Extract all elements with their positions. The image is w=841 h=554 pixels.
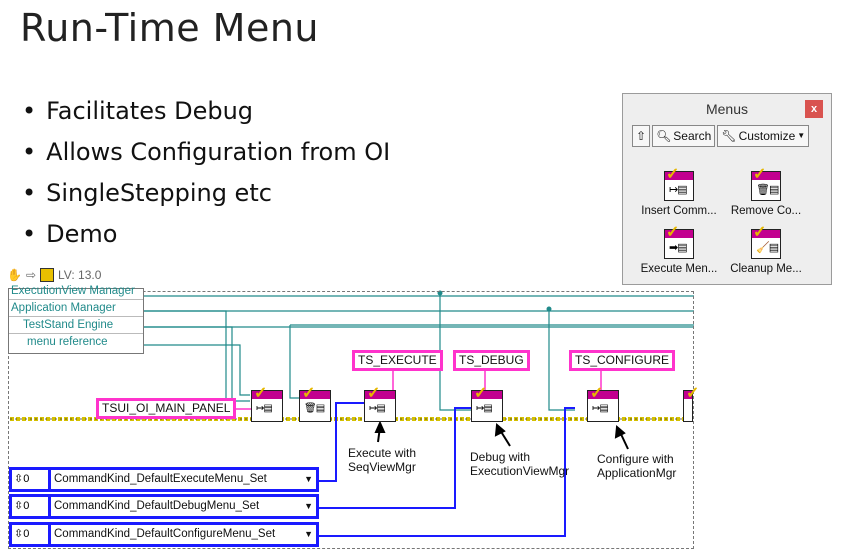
slide-title: Run-Time Menu <box>20 6 319 50</box>
bullet-item: Allows Configuration from OI <box>22 135 390 176</box>
palette-toolbar: ⇧ 🔍︎Search 🔧︎Customize▼ <box>632 125 810 147</box>
palette-item-label: Cleanup Me... <box>730 263 802 275</box>
wrench-icon: 🔧︎ <box>721 129 737 143</box>
ref-item: TestStand Engine <box>9 317 143 334</box>
palette-item-remove[interactable]: 🗑▤ Remove Co... <box>722 164 810 217</box>
dropdown-arrow-icon: ▼ <box>797 131 806 140</box>
palette-item-label: Remove Co... <box>730 205 802 217</box>
ref-item: Application Manager <box>9 300 143 317</box>
close-button[interactable]: x <box>805 100 823 118</box>
enum-spinner[interactable]: ⇳0 <box>9 494 48 519</box>
up-arrow-icon: ⇧ <box>636 129 647 143</box>
palette-title: Menus <box>705 101 749 117</box>
debug-enum-constant[interactable]: ⇳0 CommandKind_DefaultDebugMenu_Set▼ <box>9 494 319 519</box>
configure-string-constant[interactable]: TS_CONFIGURE <box>569 350 676 371</box>
insert-command-node[interactable]: ↦▤ <box>251 383 283 422</box>
enum-value[interactable]: CommandKind_DefaultConfigureMenu_Set▼ <box>48 522 319 547</box>
debug-menu-node[interactable]: ↦▤ <box>471 383 503 422</box>
spin-arrows-icon: ⇳ <box>14 500 24 512</box>
lv-version: LV: 13.0 <box>58 268 102 282</box>
search-button[interactable]: 🔍︎Search <box>652 125 716 147</box>
lv-vi-icon <box>40 268 55 282</box>
ref-item: ExecutionView Manager <box>9 283 143 300</box>
execute-menu-node[interactable]: ↦▤ <box>364 383 396 422</box>
dropdown-arrow-icon: ▼ <box>304 474 313 484</box>
palette-item-insert[interactable]: ↦▤ Insert Comm... <box>635 164 723 217</box>
hand-icon[interactable]: ✋ <box>7 268 22 282</box>
configure-enum-constant[interactable]: ⇳0 CommandKind_DefaultConfigureMenu_Set▼ <box>9 522 319 547</box>
spin-arrows-icon: ⇳ <box>14 473 24 485</box>
customize-button[interactable]: 🔧︎Customize▼ <box>717 125 810 147</box>
debug-string-constant[interactable]: TS_DEBUG <box>453 350 530 371</box>
menus-palette[interactable]: Menus x ⇧ 🔍︎Search 🔧︎Customize▼ ↦▤ Inser… <box>622 93 832 285</box>
palette-item-label: Insert Comm... <box>641 205 717 217</box>
remove-command-node[interactable]: 🗑▤ <box>299 383 331 422</box>
remove-command-icon: 🗑▤ <box>751 164 781 201</box>
dropdown-arrow-icon: ▼ <box>304 501 313 511</box>
enum-value[interactable]: CommandKind_DefaultExecuteMenu_Set▼ <box>48 467 319 492</box>
panel-string-constant[interactable]: TSUI_OI_MAIN_PANEL <box>96 398 237 419</box>
ref-item: menu reference <box>27 336 108 348</box>
configure-note: Configure with ApplicationMgr <box>597 452 677 480</box>
enum-spinner[interactable]: ⇳0 <box>9 522 48 547</box>
spin-arrows-icon: ⇳ <box>14 528 24 540</box>
configure-menu-node[interactable]: ↦▤ <box>587 383 619 422</box>
execute-string-constant[interactable]: TS_EXECUTE <box>352 350 443 371</box>
search-icon: 🔍︎ <box>656 129 672 143</box>
block-diagram <box>8 291 694 549</box>
bullet-list: Facilitates Debug Allows Configuration f… <box>22 94 390 258</box>
palette-item-label: Execute Men... <box>640 263 718 275</box>
enum-spinner[interactable]: ⇳0 <box>9 467 48 492</box>
cleanup-menu-node[interactable] <box>683 383 699 422</box>
reference-cluster: ExecutionView Manager Application Manage… <box>8 285 144 354</box>
execute-menu-icon: ➡▤ <box>664 222 694 259</box>
debug-note: Debug with ExecutionViewMgr <box>470 450 570 478</box>
arrow-icon[interactable]: ⇨ <box>25 268 37 282</box>
bullet-item: SingleStepping etc <box>22 176 390 217</box>
palette-item-cleanup[interactable]: 🧹▤ Cleanup Me... <box>722 222 810 275</box>
execute-enum-constant[interactable]: ⇳0 CommandKind_DefaultExecuteMenu_Set▼ <box>9 467 319 492</box>
insert-command-icon: ↦▤ <box>664 164 694 201</box>
palette-item-execute[interactable]: ➡▤ Execute Men... <box>635 222 723 275</box>
cleanup-menu-icon: 🧹▤ <box>751 222 781 259</box>
bullet-item: Demo <box>22 217 390 258</box>
execute-note: Execute with SeqViewMgr <box>348 446 417 474</box>
enum-value[interactable]: CommandKind_DefaultDebugMenu_Set▼ <box>48 494 319 519</box>
lv-toolbar: ✋ ⇨ LV: 13.0 <box>7 268 101 282</box>
up-arrow-button[interactable]: ⇧ <box>632 125 651 147</box>
dropdown-arrow-icon: ▼ <box>304 529 313 539</box>
bullet-item: Facilitates Debug <box>22 94 390 135</box>
